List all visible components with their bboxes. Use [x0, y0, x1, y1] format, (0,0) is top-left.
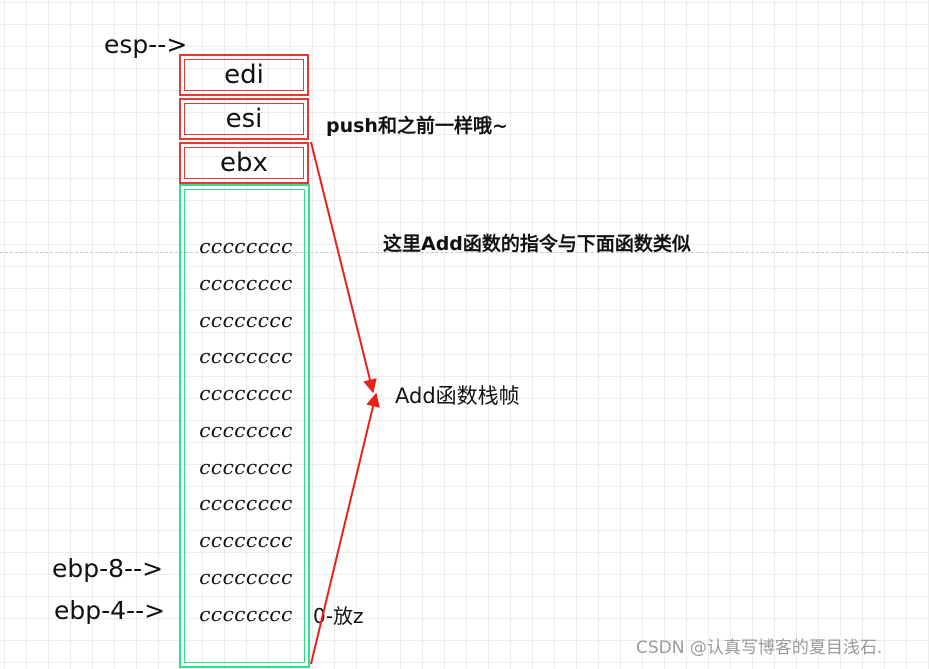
dashed-divider [0, 252, 929, 253]
fill-row: cccccccc [199, 381, 293, 405]
stack-slot-edi-label: edi [224, 60, 264, 90]
arrow-bottom-to-label [310, 392, 380, 665]
add-similar-note: 这里Add函数的指令与下面函数类似 [383, 233, 691, 255]
stack-slot-ebx-label: ebx [220, 148, 268, 178]
arrow-top-to-label [310, 141, 377, 394]
watermark: CSDN @认真写博客的夏目浅石. [636, 638, 883, 658]
fill-row: cccccccc [199, 528, 293, 552]
fill-row: cccccccc [199, 565, 293, 589]
stack-slot-esi-label: esi [225, 104, 263, 134]
fill-row: cccccccc [199, 491, 293, 515]
fill-row: cccccccc [199, 602, 293, 626]
stack-slot-ebx: ebx [179, 142, 309, 184]
fill-row: cccccccc [199, 418, 293, 442]
add-frame-note: Add函数栈帧 [395, 384, 520, 408]
esp-pointer-label: esp--> [104, 30, 188, 59]
fill-row: cccccccc [199, 344, 293, 368]
fill-row: cccccccc [199, 455, 293, 479]
fill-row: cccccccc [199, 234, 293, 258]
stack-slot-esi: esi [179, 98, 309, 140]
ebp-8-pointer-label: ebp-8--> [52, 554, 164, 583]
ebp-4-pointer-label: ebp-4--> [54, 596, 166, 625]
fill-row: cccccccc [199, 271, 293, 295]
add-stack-frame [179, 184, 310, 668]
fill-row: cccccccc [199, 308, 293, 332]
push-note: push和之前一样哦~ [326, 115, 508, 137]
stack-slot-edi: edi [179, 54, 309, 96]
